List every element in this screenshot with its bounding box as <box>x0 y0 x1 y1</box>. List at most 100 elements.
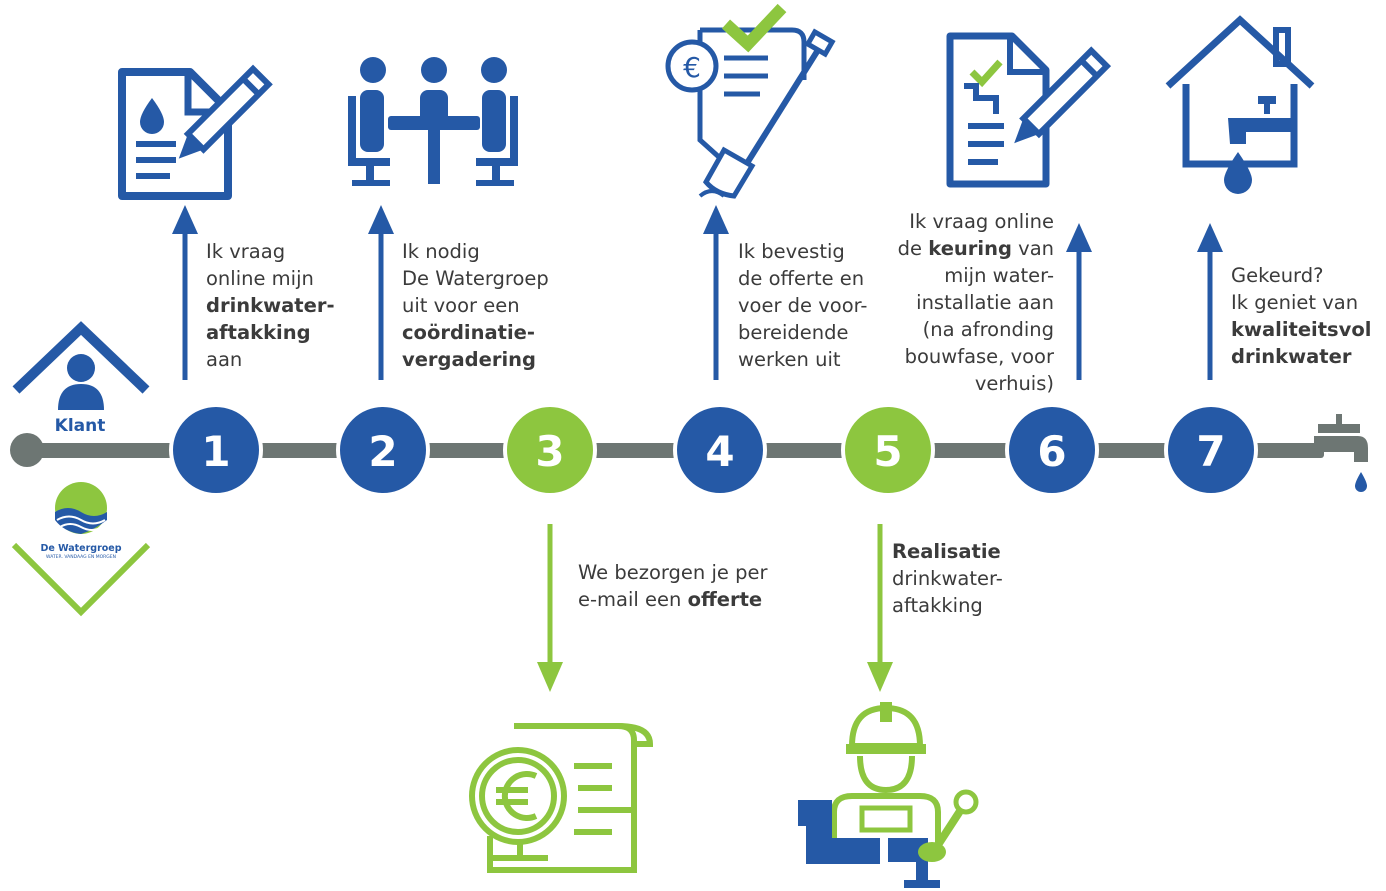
step-1-badge: 1 <box>169 403 263 497</box>
step-3-line-text: e-mail een <box>578 588 688 611</box>
watergroep-name: De Watergroep <box>40 543 121 554</box>
svg-text:1: 1 <box>201 427 230 476</box>
step-4-line: Ik bevestig <box>738 238 867 265</box>
svg-text:7: 7 <box>1196 427 1225 476</box>
svg-text:5: 5 <box>873 427 902 476</box>
step-6-line-text: mijn water- <box>944 264 1054 287</box>
step-2-line-text: De Watergroep <box>402 267 549 290</box>
step-6-line-text: bouwfase, voor <box>904 345 1054 368</box>
step-4-line-text: Ik bevestig <box>738 240 845 263</box>
plumber-worker-icon <box>798 702 979 888</box>
step-6-line: bouwfase, voor <box>880 343 1054 370</box>
step-1-line-text: aan <box>206 348 243 371</box>
step-3-line-emphasis: offerte <box>687 588 763 611</box>
step-2-line: uit voor een <box>402 292 549 319</box>
step-5-badge: 5 <box>841 403 935 497</box>
step-1-line-text: online mijn <box>206 267 314 290</box>
step-1-line: aftakking <box>206 319 335 346</box>
step-1-line: aan <box>206 346 335 373</box>
svg-text:2: 2 <box>368 427 397 476</box>
step-1-line-text: Ik vraag <box>206 240 286 263</box>
step-7-text: Gekeurd? Ik geniet van kwaliteitsvol drinkw… <box>1231 262 1371 370</box>
step-4-line-text: werken uit <box>738 348 841 371</box>
step-6-arrow <box>1066 223 1092 380</box>
water-tap-icon <box>1314 414 1368 492</box>
step-2-line-text: vergadering <box>402 348 536 371</box>
step-2-line-text: Ik nodig <box>402 240 480 263</box>
step-7-line: Ik geniet van <box>1231 289 1371 316</box>
form-water-drop-pencil-icon <box>118 64 273 200</box>
step-7-line-text: Gekeurd? <box>1231 264 1324 287</box>
step-6-line: de keuring van <box>880 235 1054 262</box>
step-5-line: aftakking <box>892 592 1003 619</box>
house-tap-drop-icon <box>1165 15 1315 194</box>
step-5-line-text: Realisatie <box>892 540 1001 563</box>
svg-text:4: 4 <box>705 427 734 476</box>
step-3-line: We bezorgen je per <box>578 559 768 586</box>
step-7-line-text: Ik geniet van <box>1231 291 1359 314</box>
step-6-line: mijn water- <box>880 262 1054 289</box>
client-label: Klant <box>55 416 106 436</box>
step-4-line: bereidende <box>738 319 867 346</box>
step-7-line: kwaliteitsvol <box>1231 316 1371 343</box>
step-2-line: De Watergroep <box>402 265 549 292</box>
step-4-line-text: de offerte en <box>738 267 865 290</box>
step-2-line: coördinatie- <box>402 319 549 346</box>
step-7-badge: 7 <box>1164 403 1258 497</box>
step-4-text: Ik bevestig de offerte en voer de voor-ber… <box>738 238 867 373</box>
step-2-line-text: uit voor een <box>402 294 520 317</box>
inspection-form-pencil-icon <box>946 32 1112 188</box>
step-1-line-text: aftakking <box>206 321 311 344</box>
step-5-arrow <box>867 524 893 692</box>
step-6-badge: 6 <box>1005 403 1099 497</box>
step-7-line-text: drinkwater <box>1231 345 1352 368</box>
watergroep-chevron-icon <box>11 542 151 617</box>
step-4-line-text: voer de voor- <box>738 294 868 317</box>
step-3-line-text: We bezorgen je per <box>578 561 768 584</box>
step-5-text: Realisatie drinkwater-aftakking <box>892 538 1003 619</box>
watergroep-logo-icon <box>55 482 107 534</box>
step-2-badge: 2 <box>336 403 430 497</box>
step-6-line-text: de <box>897 237 929 260</box>
step-6-line-emphasis: keuring <box>928 237 1012 260</box>
meeting-table-icon <box>348 57 518 186</box>
step-4-badge: 4 <box>673 403 767 497</box>
step-6-line-tail: van <box>1011 237 1054 260</box>
step-1-line-text: drinkwater- <box>206 294 335 317</box>
step-2-line: vergadering <box>402 346 549 373</box>
step-4-line: de offerte en <box>738 265 867 292</box>
step-6-line-text: installatie aan <box>916 291 1054 314</box>
svg-text:6: 6 <box>1037 427 1066 476</box>
step-1-line: Ik vraag <box>206 238 335 265</box>
approved-quote-shovel-icon: € <box>665 3 836 199</box>
step-5-line-text: drinkwater- <box>892 567 1003 590</box>
step-6-line: verhuis) <box>880 370 1054 397</box>
step-2-line: Ik nodig <box>402 238 549 265</box>
step-1-text: Ik vraag online mijn drinkwater-aftakking a… <box>206 238 335 373</box>
step-5-line: Realisatie <box>892 538 1003 565</box>
step-1-line: online mijn <box>206 265 335 292</box>
watergroep-tagline: WATER. VANDAAG EN MORGEN <box>46 554 116 560</box>
step-7-line: drinkwater <box>1231 343 1371 370</box>
timeline-start-dot <box>10 433 44 467</box>
client-house-icon <box>12 321 150 410</box>
step-4-line-text: bereidende <box>738 321 849 344</box>
step-1-line: drinkwater- <box>206 292 335 319</box>
step-3-badge: 3 <box>503 403 597 497</box>
step-4-line: voer de voor- <box>738 292 867 319</box>
step-2-arrow <box>368 205 394 380</box>
step-5-line: drinkwater- <box>892 565 1003 592</box>
step-2-text: Ik nodig De Watergroep uit voor een coördin… <box>402 238 549 373</box>
step-7-arrow <box>1197 223 1223 380</box>
step-6-line: (na afronding <box>880 316 1054 343</box>
step-6-line-text: Ik vraag online <box>909 210 1054 233</box>
euro-quote-scroll-icon <box>469 723 654 873</box>
step-1-arrow <box>172 205 198 380</box>
step-2-line-text: coördinatie- <box>402 321 535 344</box>
step-4-arrow <box>703 205 729 380</box>
step-7-line-text: kwaliteitsvol <box>1231 318 1372 341</box>
step-3-line: e-mail een offerte <box>578 586 768 613</box>
svg-text:€: € <box>683 51 701 84</box>
